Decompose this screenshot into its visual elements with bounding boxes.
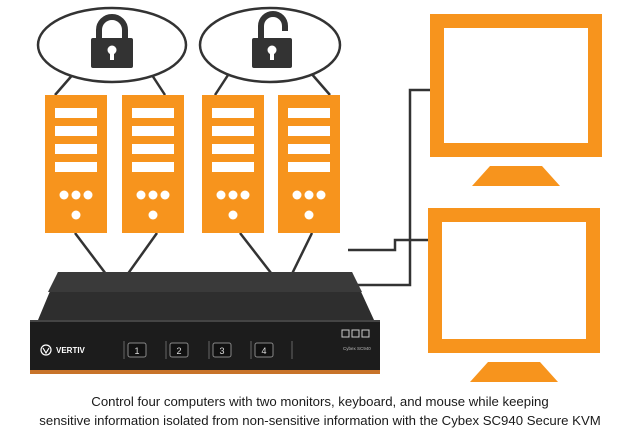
kvm-port-button-4[interactable]: 4 <box>254 342 274 358</box>
kvm-port-label: 2 <box>176 346 181 356</box>
caption-line-2: sensitive information isolated from non-… <box>39 413 601 428</box>
brand-label: VERTIV <box>56 346 86 355</box>
padlock-open-icon <box>252 11 292 68</box>
monitor-cables <box>348 88 430 287</box>
kvm-port-button-1[interactable]: 1 <box>127 342 147 358</box>
computer-tower-3 <box>202 95 264 233</box>
monitor-2 <box>428 208 600 382</box>
monitor-1 <box>430 14 602 186</box>
kvm-port-label: 4 <box>261 346 266 356</box>
kvm-device: 1 2 3 4 VERTIV Cybex SC940 <box>30 272 380 374</box>
computer-tower-1 <box>45 95 107 233</box>
computer-tower-4 <box>278 95 340 233</box>
caption-line-1: Control four computers with two monitors… <box>91 394 549 409</box>
kvm-port-label: 1 <box>134 346 139 356</box>
lock-group-locked <box>36 6 188 84</box>
computer-tower-2 <box>122 95 184 233</box>
lock-group-unlocked <box>198 6 342 84</box>
kvm-diagram: 1 2 3 4 VERTIV Cybex SC940 <box>30 6 602 382</box>
model-label: Cybex SC940 <box>343 346 371 351</box>
port-brackets <box>123 341 293 359</box>
vertiv-logo-icon <box>40 344 52 356</box>
kvm-port-button-2[interactable]: 2 <box>169 342 189 358</box>
padlock-closed-icon <box>91 14 133 68</box>
caption: Control four computers with two monitors… <box>0 392 640 430</box>
kvm-port-button-3[interactable]: 3 <box>212 342 232 358</box>
status-lights <box>341 329 370 338</box>
kvm-port-label: 3 <box>219 346 224 356</box>
